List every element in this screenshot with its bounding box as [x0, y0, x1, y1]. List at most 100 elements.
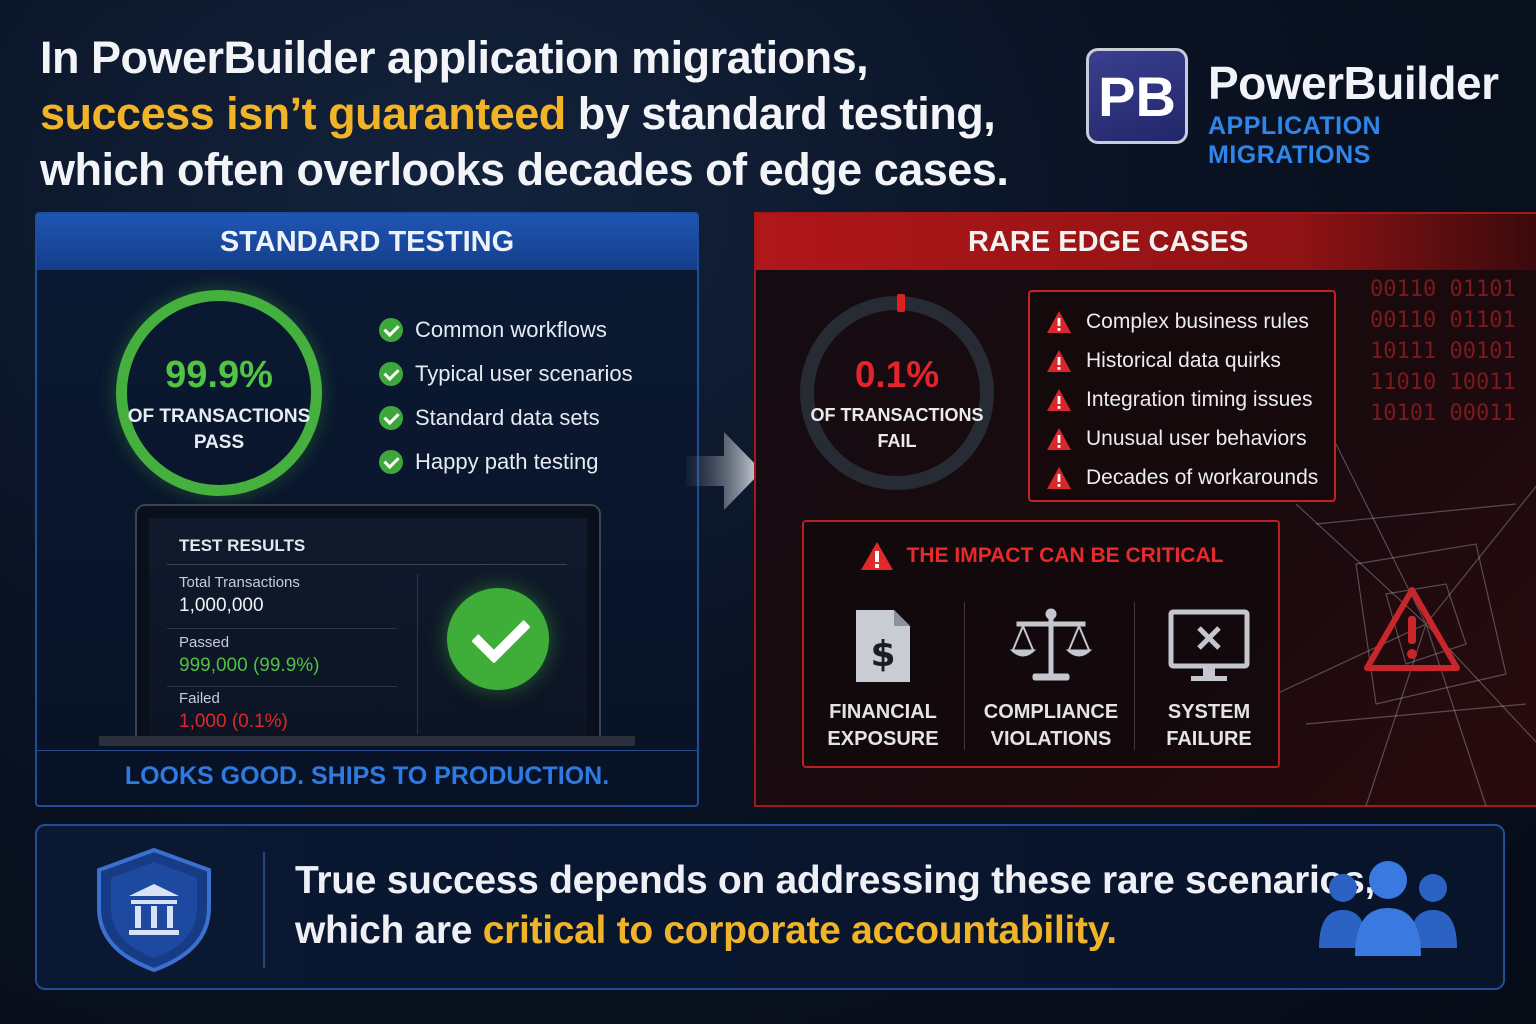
impact-label-line-2: VIOLATIONS	[990, 728, 1112, 750]
arrow-right-icon	[686, 432, 762, 510]
list-item: Integration timing issues	[1030, 380, 1334, 419]
svg-text:$: $	[870, 634, 895, 675]
divider	[263, 852, 265, 968]
binary-line: 11010 10011	[1370, 370, 1516, 395]
brand-block: PB PowerBuilder APPLICATION MIGRATIONS	[1086, 48, 1526, 169]
impact-label-line-1: SYSTEM	[1167, 701, 1251, 723]
people-group-icon	[1319, 861, 1457, 956]
impact-label-line-2: EXPOSURE	[827, 728, 939, 750]
impact-label-line-2: FAILURE	[1166, 728, 1252, 750]
warning-icon	[1046, 466, 1072, 490]
cracked-glass-graphic	[1276, 444, 1536, 806]
warning-triangle-icon	[1364, 587, 1460, 671]
test-results-title: TEST RESULTS	[179, 536, 306, 555]
passed-value: 999,000 (99.9%)	[179, 655, 320, 676]
powerbuilder-logo: PB	[1086, 48, 1188, 144]
list-item-label: Decades of workarounds	[1086, 465, 1319, 489]
scales-icon	[1009, 608, 1093, 681]
standard-testing-panel: STANDARD TESTING 99.9% OF TRANSACTIONS P…	[35, 212, 699, 807]
fail-caption-line-2: FAIL	[877, 431, 917, 451]
list-item: Decades of workarounds	[1030, 458, 1334, 497]
headline-line-2-rest: by standard testing,	[565, 88, 996, 139]
rare-edge-cases-title: RARE EDGE CASES	[756, 214, 1536, 270]
fail-ring-marker	[897, 294, 905, 312]
monitor-x-icon	[1168, 609, 1250, 681]
conclusion-banner: True success depends on addressing these…	[35, 824, 1505, 990]
warning-icon	[860, 542, 893, 570]
rare-edge-cases-panel: RARE EDGE CASES 00110 01101 00110 01101 10…	[754, 212, 1536, 807]
list-item: Complex business rules	[1030, 302, 1334, 341]
headline-highlight: success isn’t guaranteed	[40, 88, 566, 139]
shield-building-icon	[97, 847, 211, 973]
list-item: Historical data quirks	[1030, 341, 1334, 380]
binary-line: 00110 01101	[1370, 308, 1516, 333]
headline-line-3: which often overlooks decades of edge ca…	[40, 144, 1009, 195]
pass-ring-gauge	[116, 290, 322, 496]
warning-icon	[1046, 427, 1072, 451]
failed-row: Failed 1,000 (0.1%)	[179, 690, 399, 733]
impact-compliance: COMPLIANCE VIOLATIONS	[976, 606, 1126, 753]
laptop-base	[99, 736, 635, 746]
pass-caption-line-1: OF TRANSACTIONS	[127, 406, 311, 427]
pass-percent: 99.9%	[165, 354, 273, 396]
list-item-label: Happy path testing	[415, 449, 599, 474]
check-circle-icon	[379, 318, 403, 342]
list-item: Typical user scenarios	[379, 352, 633, 396]
fail-caption: OF TRANSACTIONS FAIL	[800, 402, 994, 454]
divider	[167, 686, 397, 687]
list-item-label: Integration timing issues	[1086, 387, 1313, 411]
impact-box: THE IMPACT CAN BE CRITICAL $ FINANCIAL EX…	[802, 520, 1280, 768]
divider	[37, 750, 697, 751]
binary-line: 00110 01101	[1370, 277, 1516, 302]
impact-title: THE IMPACT CAN BE CRITICAL	[804, 540, 1278, 572]
impact-title-text: THE IMPACT CAN BE CRITICAL	[906, 544, 1224, 567]
dollar-document-icon: $	[856, 610, 910, 682]
check-circle-icon	[379, 406, 403, 430]
binary-line: 10111 00101	[1370, 339, 1516, 364]
test-results-screen: TEST RESULTS Total Transactions 1,000,00…	[149, 518, 587, 744]
binary-background: 00110 01101 00110 01101 10111 00101 11010 1…	[1370, 274, 1516, 429]
divider	[1134, 602, 1135, 750]
list-item-label: Unusual user behaviors	[1086, 426, 1307, 450]
edge-cases-list: Complex business rules Historical data q…	[1028, 290, 1336, 502]
laptop-illustration: TEST RESULTS Total Transactions 1,000,00…	[135, 504, 601, 744]
list-item-label: Historical data quirks	[1086, 348, 1281, 372]
headline-line-1: In PowerBuilder application migrations,	[40, 32, 869, 83]
list-item-label: Common workflows	[415, 317, 607, 342]
impact-system: SYSTEM FAILURE	[1134, 606, 1284, 753]
success-check-icon	[447, 588, 549, 690]
pass-caption-line-2: PASS	[193, 432, 245, 453]
impact-label-line-1: COMPLIANCE	[983, 701, 1119, 723]
total-label: Total Transactions	[179, 574, 300, 591]
impact-financial: $ FINANCIAL EXPOSURE	[808, 606, 958, 753]
total-row: Total Transactions 1,000,000	[179, 574, 399, 617]
list-item-label: Typical user scenarios	[415, 361, 633, 386]
brand-name: PowerBuilder	[1208, 57, 1499, 109]
impact-label-line-1: FINANCIAL	[829, 701, 937, 723]
check-circle-icon	[379, 362, 403, 386]
standard-testing-list: Common workflows Typical user scenarios …	[379, 308, 633, 484]
conclusion-line-1: True success depends on addressing these…	[295, 859, 1375, 902]
conclusion-highlight: critical to corporate accountability.	[482, 909, 1117, 952]
list-item: Common workflows	[379, 308, 633, 352]
pass-caption: OF TRANSACTIONS PASS	[116, 404, 322, 456]
headline: In PowerBuilder application migrations, …	[40, 30, 1040, 198]
standard-testing-footer: LOOKS GOOD. SHIPS TO PRODUCTION.	[124, 762, 610, 790]
standard-testing-title: STANDARD TESTING	[37, 214, 697, 270]
warning-icon	[1046, 388, 1072, 412]
failed-label: Failed	[179, 690, 220, 707]
failed-value: 1,000 (0.1%)	[179, 711, 288, 732]
warning-icon	[1046, 349, 1072, 373]
list-item-label: Complex business rules	[1086, 309, 1309, 333]
list-item: Unusual user behaviors	[1030, 419, 1334, 458]
fail-percent: 0.1%	[854, 354, 940, 395]
list-item-label: Standard data sets	[415, 405, 600, 430]
fail-caption-line-1: OF TRANSACTIONS	[810, 405, 984, 425]
conclusion-line-2: which are critical to corporate accounta…	[295, 906, 1375, 956]
headline-line-2: success isn’t guaranteed by standard tes…	[40, 86, 1040, 142]
conclusion-text: True success depends on addressing these…	[295, 856, 1375, 956]
divider	[417, 574, 418, 734]
divider	[167, 564, 567, 565]
total-value: 1,000,000	[179, 595, 264, 616]
list-item: Happy path testing	[379, 440, 633, 484]
